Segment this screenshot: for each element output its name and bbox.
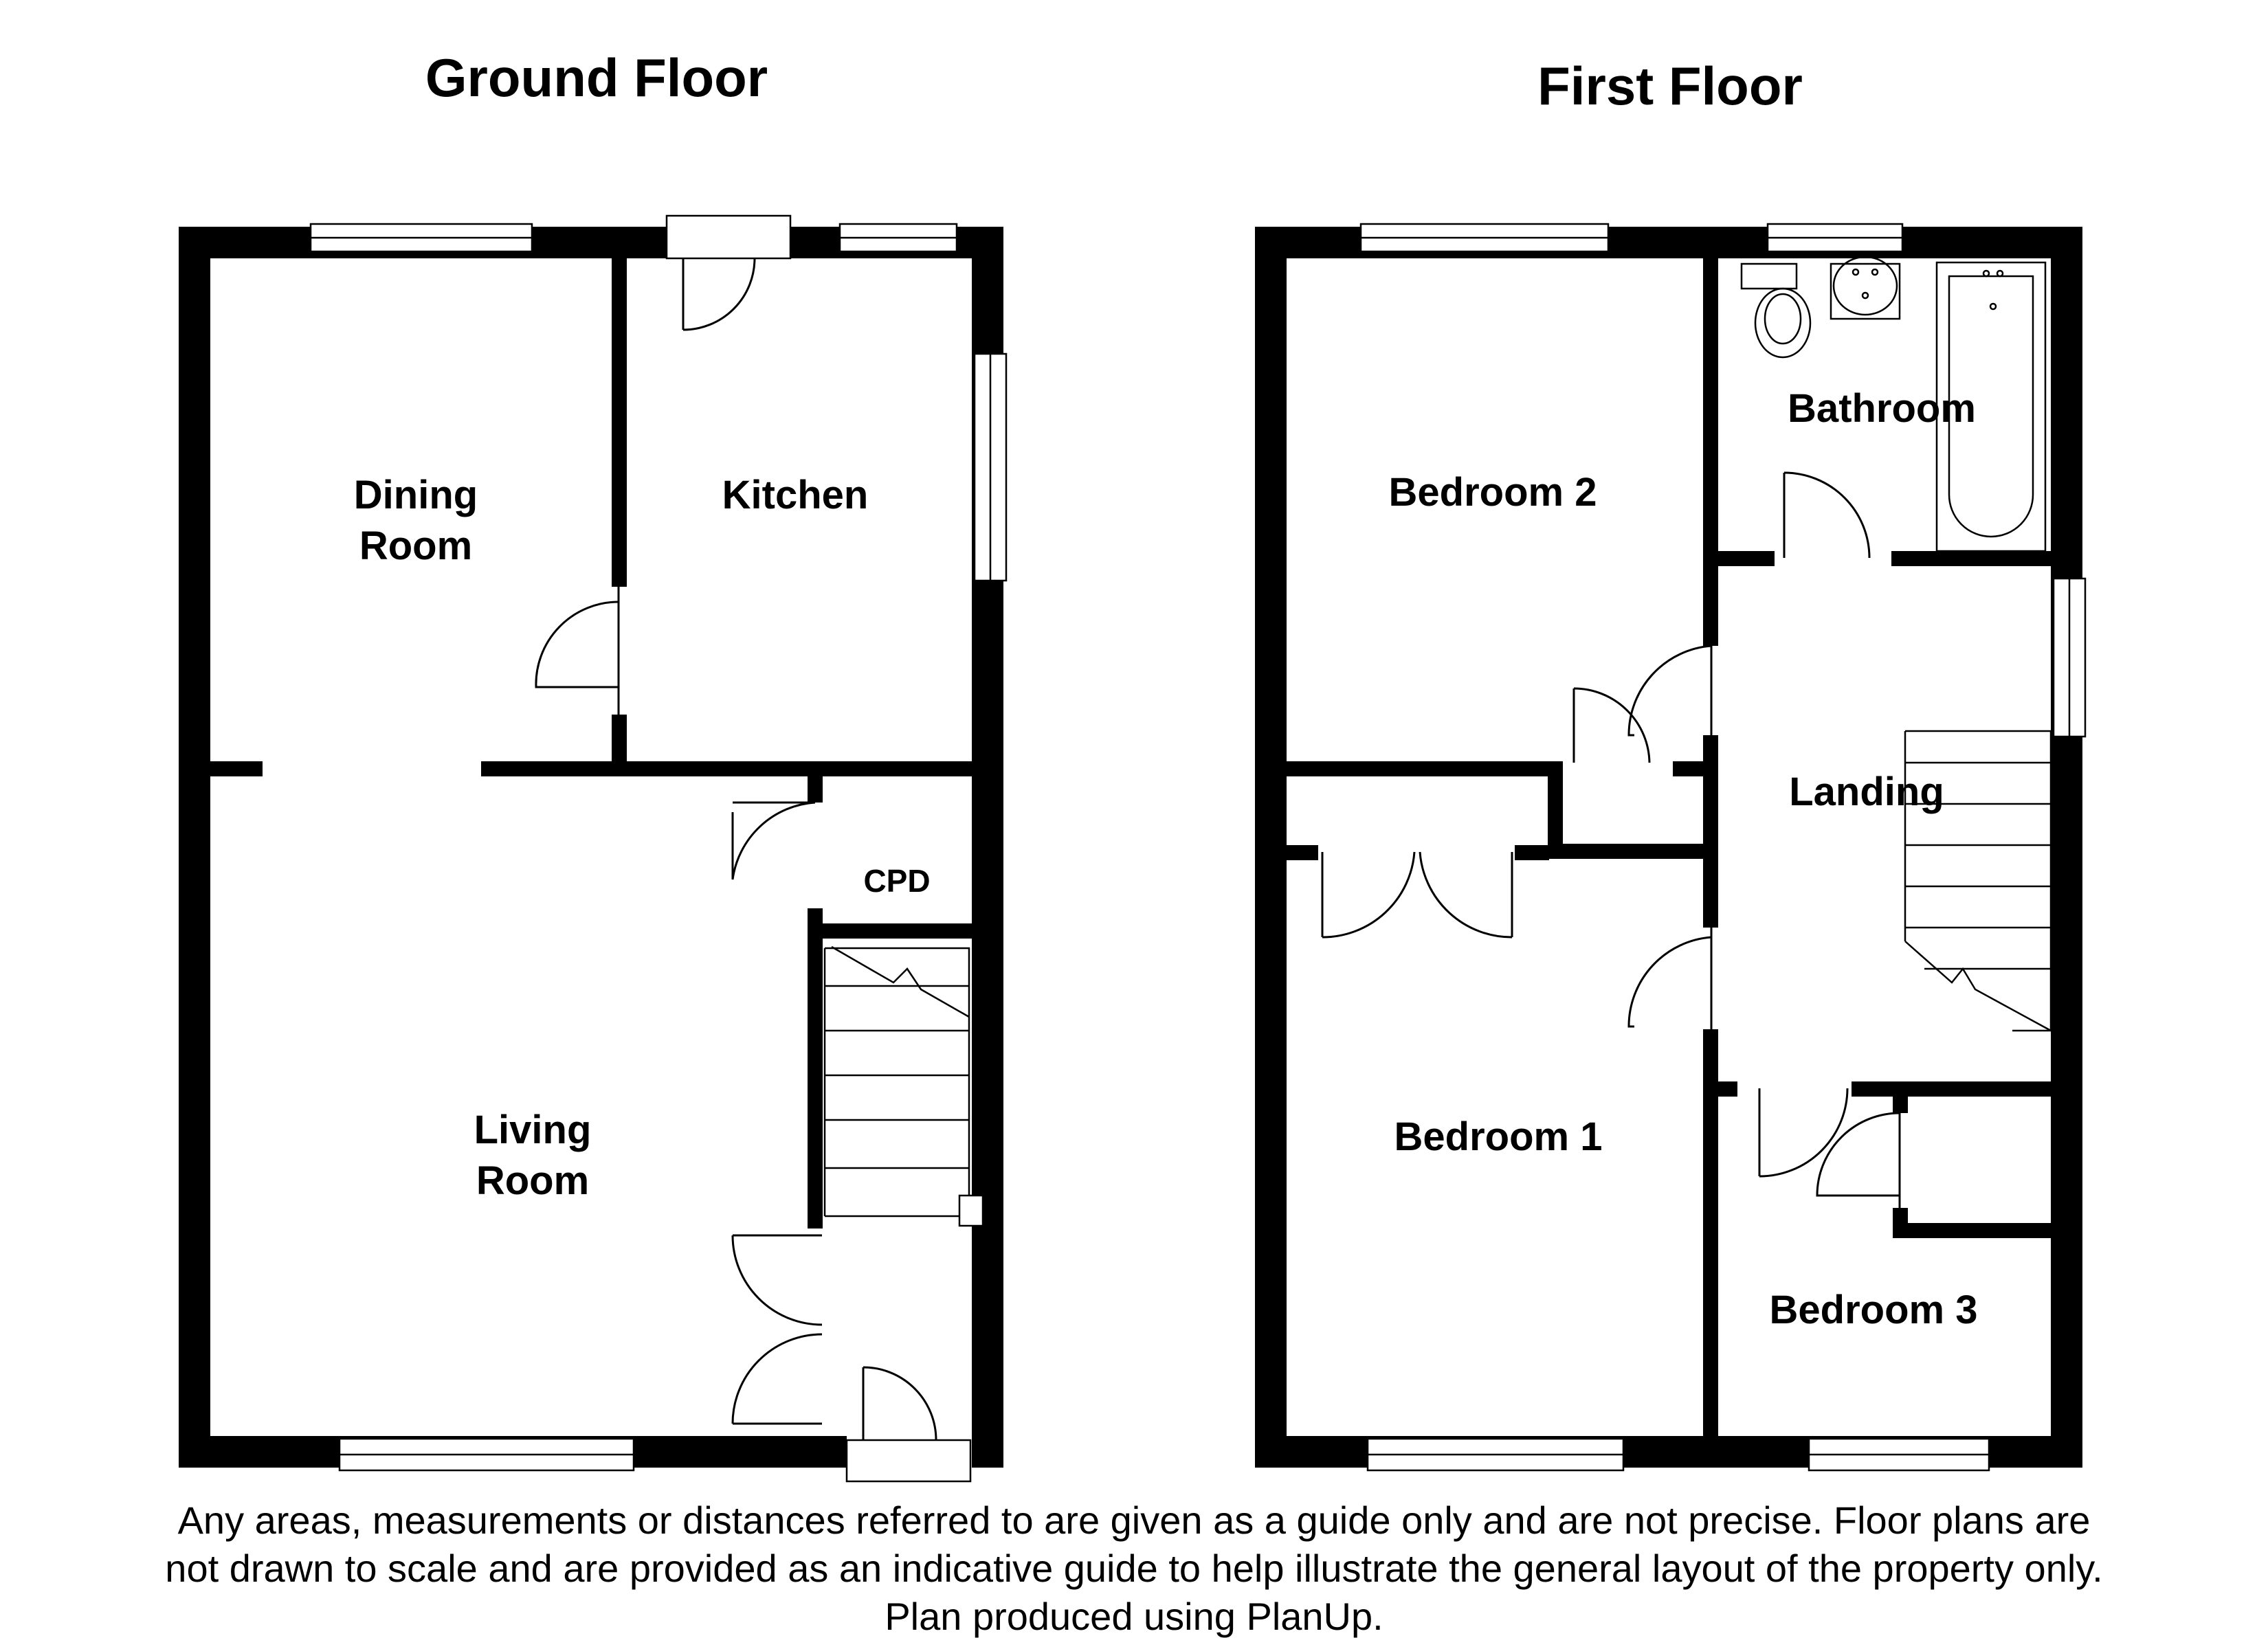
cpd-wall-upper: [808, 776, 823, 803]
bedroom2-label: Bedroom 2: [1389, 470, 1597, 515]
bedroom3-top-wall-stub: [1718, 1081, 1737, 1097]
cupboard-right-wall: [1703, 752, 1718, 859]
basin-icon: [1832, 256, 1898, 316]
bathroom-fixtures: [1740, 256, 2047, 552]
bedroom1-landing-wall-lower: [1703, 1029, 1718, 1436]
bedroom3-label: Bedroom 3: [1770, 1288, 1978, 1332]
bathroom-bottom-wall-b: [1891, 551, 2051, 566]
kitchen-label: Kitchen: [722, 473, 869, 517]
kitchen-living-wall: [481, 761, 972, 776]
living-room-label-line1: Living: [474, 1108, 592, 1152]
bedroom1-landing-wall-upper: [1703, 859, 1718, 928]
dining-living-wall-stub: [210, 761, 263, 776]
landing-label: Landing: [1789, 770, 1944, 814]
cpd-label: CPD: [863, 863, 930, 899]
wardrobe-top-wall-stub: [1673, 761, 1703, 776]
disclaimer-line-1: Any areas, measurements or distances ref…: [177, 1499, 2091, 1542]
bath-icon: [1935, 261, 2047, 552]
first-right-wall: [2051, 227, 2082, 1468]
ground-staircase: [823, 945, 984, 1227]
bedroom1-label: Bedroom 1: [1394, 1114, 1603, 1159]
bedroom3-top-wall: [1852, 1081, 2051, 1097]
ground-left-wall: [179, 227, 210, 1468]
bedroom1-wardrobe-doors: [1321, 851, 1513, 939]
toilet-icon: [1754, 287, 1812, 359]
bathroom-label: Bathroom: [1788, 386, 1976, 431]
bedroom2-bedroom1-wall: [1287, 761, 1555, 776]
wardrobe-wall-left: [1287, 845, 1318, 860]
living-room-label-line2: Room: [476, 1158, 589, 1203]
landing-staircase: [1904, 730, 2052, 1032]
wardrobe-wall-right: [1515, 845, 1549, 860]
dining-room-label-line1: Dining: [354, 473, 478, 517]
bedroom2-landing-wall-stub: [1703, 629, 1718, 646]
dining-kitchen-wall-lower: [612, 715, 627, 763]
cupboard-bottom-wall: [1548, 844, 1718, 859]
dining-room-label-line2: Room: [359, 524, 472, 568]
disclaimer-line-2: not drawn to scale and are provided as a…: [165, 1547, 2103, 1590]
first-left-wall: [1255, 227, 1287, 1468]
first-floor-plan: Bedroom 2 Bathroom Landing Bedroom 1 Bed…: [1255, 223, 2087, 1472]
cpd-bottom-wall: [808, 923, 972, 939]
ground-floor-plan: CPD Dining Room Kitchen Living Room: [179, 214, 1008, 1483]
bedroom3-cupboard-bottom: [1893, 1223, 2051, 1238]
first-floor-title: First Floor: [1537, 56, 1803, 116]
bathroom-left-wall: [1703, 258, 1718, 629]
bathroom-bottom-wall-a: [1703, 551, 1775, 566]
front-door-frame: [845, 1439, 972, 1483]
kitchen-back-door-frame: [665, 214, 792, 260]
living-hall-double-doors: [731, 1234, 823, 1425]
bedroom3-cupboard-stub: [1893, 1097, 1908, 1113]
disclaimer-line-3: Plan produced using PlanUp.: [885, 1595, 1383, 1638]
stair-wall: [808, 928, 823, 1229]
cupboard-left-wall: [1548, 761, 1563, 853]
cpd-wall-lower: [808, 908, 823, 928]
dining-kitchen-wall-upper: [612, 258, 627, 587]
ground-floor-title: Ground Floor: [425, 47, 768, 108]
disclaimer-text: Any areas, measurements or distances ref…: [0, 1496, 2268, 1641]
bedroom2-landing-wall-stub2: [1703, 735, 1718, 752]
